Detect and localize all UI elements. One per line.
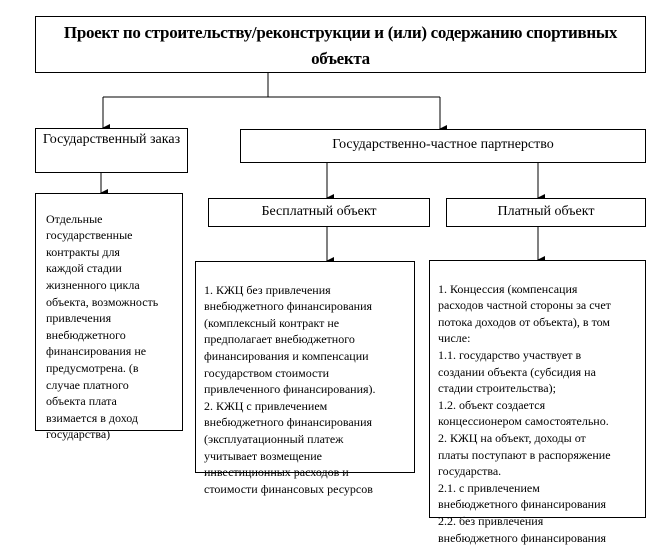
- paid-object-description-text: 1. Концессия (компенсация расходов частн…: [438, 281, 611, 545]
- root-title: Проект по строительству/реконструкции и …: [63, 23, 618, 68]
- ppp-title: Государственно-частное партнерство: [332, 137, 554, 152]
- paid-object-title: Платный объект: [497, 204, 595, 219]
- state-order-description-text: Отдельные государственные контракты для …: [46, 211, 159, 442]
- state-order-title: Государственный заказ: [42, 132, 181, 147]
- ppp-node: Государственно-частное партнерство: [240, 129, 646, 163]
- root-node: Проект по строительству/реконструкции и …: [35, 16, 646, 73]
- paid-object-node: Платный объект: [446, 198, 646, 227]
- free-object-node: Бесплатный объект: [208, 198, 430, 227]
- connector-lines: [100, 72, 545, 265]
- free-object-description-text: 1. КЖЦ без привлечения внебюджетного фин…: [204, 282, 376, 496]
- paid-object-description: 1. Концессия (компенсация расходов частн…: [429, 260, 646, 545]
- free-object-title: Бесплатный объект: [261, 204, 377, 219]
- free-object-description: 1. КЖЦ без привлечения внебюджетного фин…: [195, 261, 415, 496]
- state-order-description: Отдельные государственные контракты для …: [35, 193, 183, 441]
- state-order-node: Государственный заказ: [35, 128, 188, 173]
